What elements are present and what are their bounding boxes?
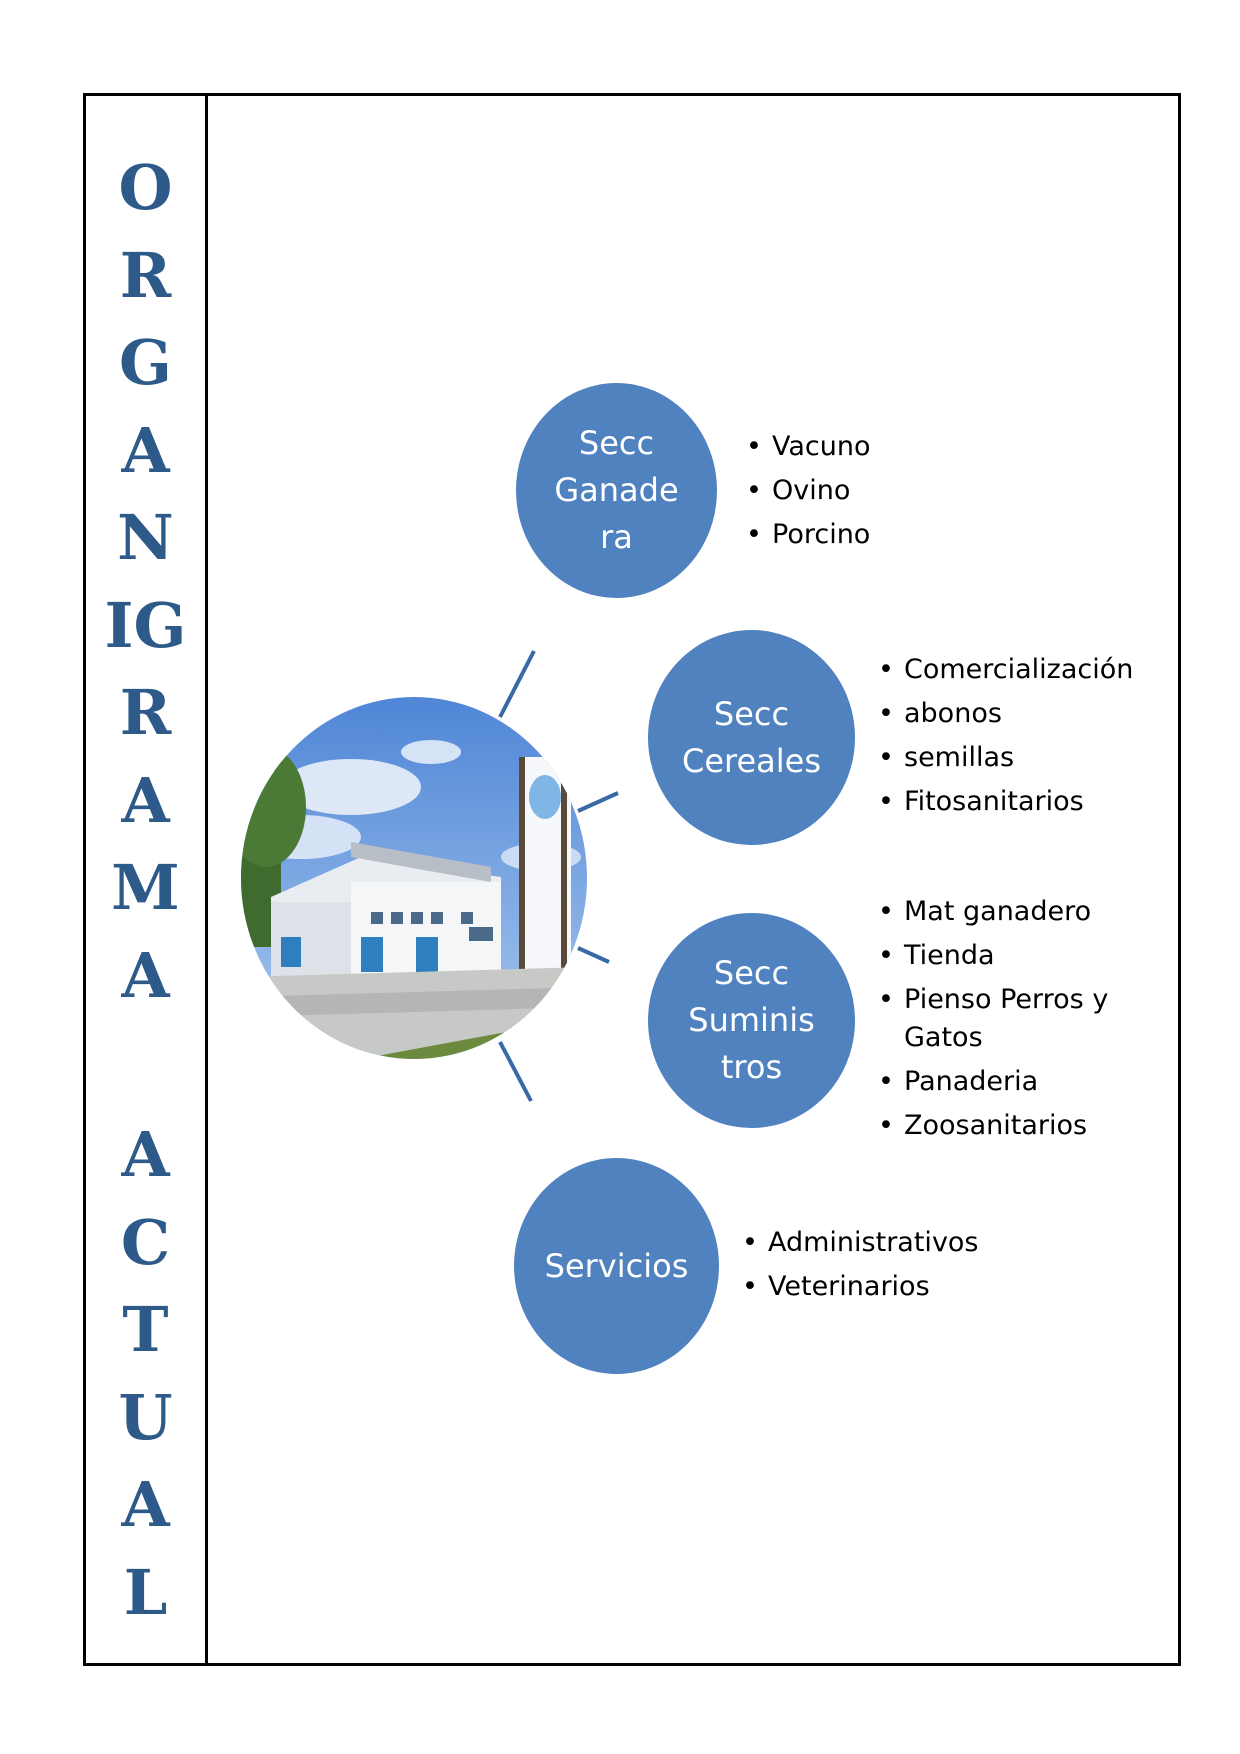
list-item: Pienso Perros y Gatos: [878, 981, 1139, 1057]
title-letter: N: [117, 501, 174, 574]
section-label: Secc Ganade ra: [554, 424, 679, 556]
title-letter: U: [118, 1380, 173, 1454]
section-items-servicios: Administrativos Veterinarios: [742, 1221, 979, 1309]
title-word-organigrama: O R G A N IG R A M A: [86, 144, 205, 1019]
page-frame: O R G A N IG R A M A A C T U A L: [83, 93, 1181, 1666]
title-letter: C: [120, 1205, 171, 1279]
section-circle-servicios: Servicios: [514, 1158, 719, 1374]
section-label: Secc Suminis tros: [688, 954, 815, 1086]
list-item: Porcino: [746, 513, 871, 557]
title-letter: A: [121, 938, 170, 1012]
list-item: abonos: [878, 692, 1133, 736]
list-item: Administrativos: [742, 1221, 979, 1265]
title-letter: R: [119, 676, 172, 749]
section-circle-cereales: Secc Cereales: [648, 630, 855, 845]
section-circle-ganadera: Secc Ganade ra: [516, 383, 717, 598]
list-item: semillas: [878, 736, 1133, 780]
title-letter: O: [118, 151, 173, 224]
section-label: Secc Cereales: [681, 694, 822, 780]
list-item: Vacuno: [746, 425, 871, 469]
building-photo-icon: [241, 697, 587, 1059]
list-item: Mat ganadero: [878, 890, 1139, 934]
section-items-ganadera: Vacuno Ovino Porcino: [746, 425, 871, 557]
section-items-suministros: Mat ganadero Tienda Pienso Perros y Gato…: [878, 890, 1139, 1148]
list-item: Comercialización: [878, 648, 1133, 692]
spoke-line: [577, 946, 610, 964]
list-item: Fitosanitarios: [878, 780, 1133, 824]
section-label: Servicios: [544, 1246, 689, 1285]
section-circle-suministros: Secc Suminis tros: [648, 913, 855, 1128]
title-letter: M: [111, 851, 180, 924]
list-item: Ovino: [746, 469, 871, 513]
title-letter: T: [122, 1293, 169, 1366]
spoke-line: [498, 1041, 533, 1102]
building-photo: [241, 697, 587, 1059]
spoke-line: [577, 791, 619, 813]
list-item: Tienda: [878, 934, 1139, 978]
title-word-actual: A C T U A L: [86, 1111, 205, 1636]
list-item: Zoosanitarios: [878, 1104, 1139, 1148]
list-item: Panaderia: [878, 1060, 1139, 1104]
title-letter: A: [121, 1468, 170, 1541]
title-letter: L: [123, 1555, 168, 1629]
title-letter: A: [121, 763, 170, 837]
section-items-cereales: Comercialización abonos semillas Fitosan…: [878, 648, 1133, 824]
spoke-line: [498, 650, 536, 718]
title-letter: A: [121, 413, 170, 487]
title-letter: IG: [104, 588, 187, 662]
list-item: Veterinarios: [742, 1265, 979, 1309]
title-letter: G: [119, 326, 172, 399]
title-letter: A: [121, 1118, 170, 1191]
title-letter: R: [119, 238, 172, 312]
title-sidebar: O R G A N IG R A M A A C T U A L: [86, 96, 208, 1663]
